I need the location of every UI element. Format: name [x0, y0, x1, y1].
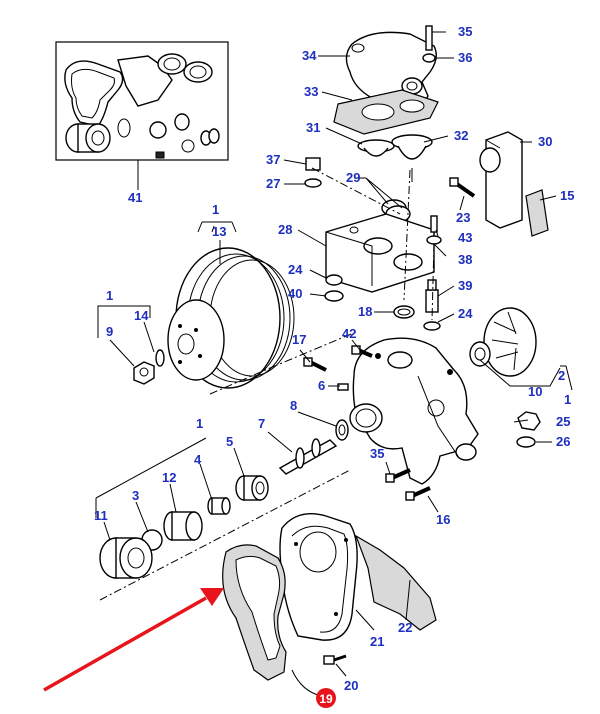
callout-35-lower: 35 — [370, 446, 384, 461]
callout-36: 36 — [458, 50, 472, 65]
sleeve-12 — [163, 511, 203, 541]
thermostats — [357, 134, 433, 182]
callout-13: 13 — [212, 224, 226, 239]
backplate-21 — [279, 513, 358, 641]
leader-lines — [95, 31, 573, 697]
callout-24-upper: 24 — [288, 262, 303, 277]
washer-38 — [426, 235, 442, 245]
callout-42: 42 — [342, 326, 356, 341]
nut-9-washer-14 — [133, 349, 165, 385]
callout-18: 18 — [358, 304, 372, 319]
callout-37: 37 — [266, 152, 280, 167]
callout-23: 23 — [456, 210, 470, 225]
plug-25-washer-26 — [516, 411, 541, 448]
callout-10: 10 — [528, 384, 542, 399]
pump-body — [349, 337, 479, 485]
callout-15: 15 — [560, 188, 574, 203]
callout-8: 8 — [290, 398, 297, 413]
gasket-19 — [222, 544, 287, 681]
callout-20: 20 — [344, 678, 358, 693]
callout-7: 7 — [258, 416, 265, 431]
callout-19-highlight-badge — [316, 688, 336, 708]
callout-35: 35 — [458, 24, 472, 39]
sender-39 — [425, 279, 439, 313]
shaft-7 — [278, 438, 338, 475]
centre-lines — [99, 167, 435, 601]
bolts-35-16 — [385, 468, 431, 501]
washer-24b — [423, 321, 441, 331]
callout-labels: 35 36 34 33 31 32 30 37 29 27 15 23 41 1… — [94, 24, 574, 708]
bolt-43 — [430, 215, 438, 233]
callout-33: 33 — [304, 84, 318, 99]
callout-24-right: 24 — [458, 306, 473, 321]
callout-9: 9 — [106, 324, 113, 339]
bolt-23 — [449, 177, 476, 198]
callout-38: 38 — [458, 252, 472, 267]
callout-1-impeller-group: 1 — [564, 392, 571, 407]
bearing-11 — [99, 537, 153, 579]
callout-1-shaft-group: 1 — [196, 416, 203, 431]
callout-32: 32 — [454, 128, 468, 143]
thermostat-housing-cover — [345, 25, 437, 104]
callout-25: 25 — [556, 414, 570, 429]
callout-6: 6 — [318, 378, 325, 393]
callout-4: 4 — [194, 452, 202, 467]
callout-39: 39 — [458, 278, 472, 293]
callout-12: 12 — [162, 470, 176, 485]
callout-31: 31 — [306, 120, 320, 135]
callout-16: 16 — [436, 512, 450, 527]
callout-41: 41 — [128, 190, 142, 205]
kit-inset-41 — [55, 41, 229, 190]
callout-34: 34 — [302, 48, 317, 63]
thermostat-housing-28 — [325, 213, 435, 293]
callout-43: 43 — [458, 230, 472, 245]
callout-21: 21 — [370, 634, 384, 649]
bolt-20 — [323, 654, 347, 665]
callout-26: 26 — [556, 434, 570, 449]
gasket-15 — [525, 189, 549, 237]
plug-37-washer-27 — [304, 157, 322, 188]
callout-27: 27 — [266, 176, 280, 191]
pulley-13 — [167, 247, 295, 389]
gasket-33 — [333, 89, 439, 135]
callout-17: 17 — [292, 332, 306, 347]
callout-40: 40 — [288, 286, 302, 301]
gasket-22 — [354, 534, 437, 631]
housing-30 — [479, 131, 523, 229]
callout-14: 14 — [134, 308, 149, 323]
callout-19: 19 — [319, 692, 333, 706]
callout-2: 2 — [558, 368, 565, 383]
bearing-5 — [235, 475, 269, 501]
callout-11: 11 — [94, 508, 108, 523]
seal-8 — [335, 419, 349, 441]
spacer-4 — [207, 497, 231, 515]
callout-3: 3 — [132, 488, 139, 503]
callout-29: 29 — [346, 170, 360, 185]
washer-40 — [324, 290, 344, 302]
callout-22: 22 — [398, 620, 412, 635]
o-ring-18 — [393, 305, 415, 319]
callout-28: 28 — [278, 222, 292, 237]
washer-24a — [325, 274, 343, 286]
callout-5: 5 — [226, 434, 233, 449]
impeller-2 — [469, 307, 537, 377]
callout-1-pulley-group: 1 — [212, 202, 219, 217]
highlight-arrow — [43, 588, 224, 692]
callout-30: 30 — [538, 134, 552, 149]
callout-1-nut-group: 1 — [106, 288, 113, 303]
